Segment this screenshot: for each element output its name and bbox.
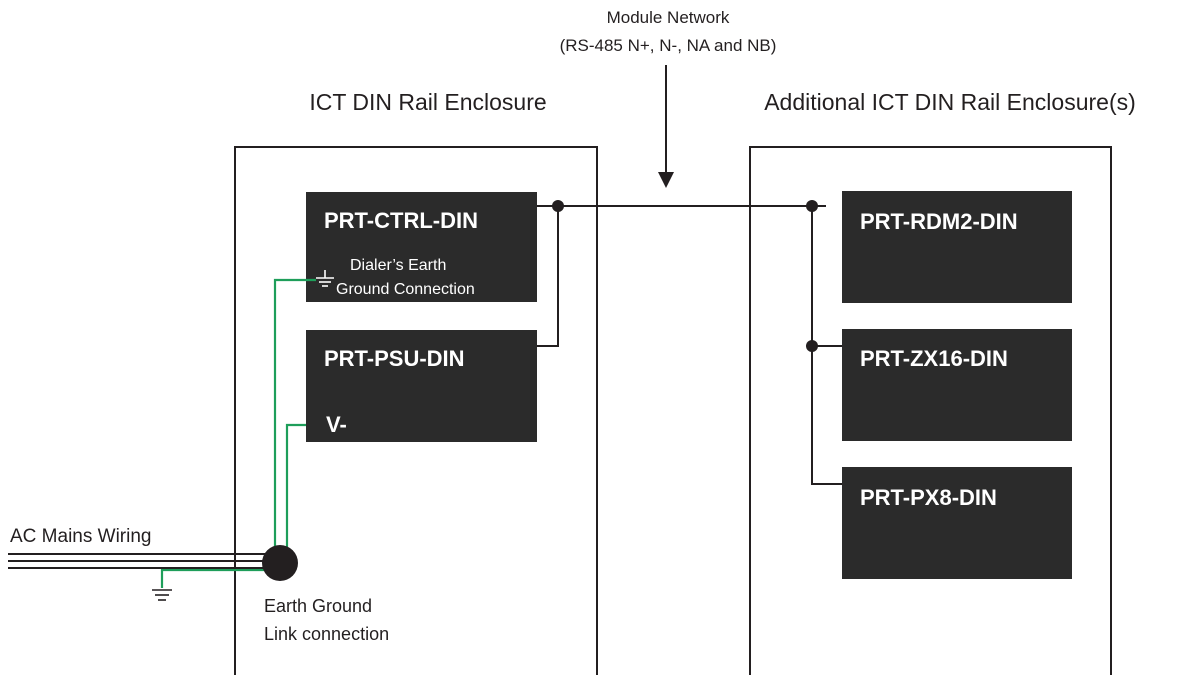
network-title: Module Network xyxy=(607,8,730,27)
earth-ground-link-node xyxy=(262,545,298,581)
bus-junction-dot xyxy=(552,200,564,212)
module-name: PRT-PSU-DIN xyxy=(324,346,465,371)
module-prt-px8-din: PRT-PX8-DIN xyxy=(842,467,1072,579)
module-note-line1: Dialer’s Earth xyxy=(350,257,446,274)
module-prt-zx16-din: PRT-ZX16-DIN xyxy=(842,329,1072,441)
left-enclosure-title: ICT DIN Rail Enclosure xyxy=(309,89,546,115)
module-terminal: V- xyxy=(326,412,347,437)
ac-mains-label: AC Mains Wiring xyxy=(10,526,151,547)
network-subtitle: (RS-485 N+, N-, NA and NB) xyxy=(560,36,777,55)
module-name: PRT-RDM2-DIN xyxy=(860,209,1018,234)
ac-mains-wires xyxy=(8,553,270,569)
earth-ground-icon xyxy=(152,589,172,601)
earth-link-label-line2: Link connection xyxy=(264,624,389,644)
right-enclosure-title: Additional ICT DIN Rail Enclosure(s) xyxy=(764,89,1136,115)
earth-link-label-line1: Earth Ground xyxy=(264,596,372,616)
earth-wiring xyxy=(160,278,316,588)
module-prt-ctrl-din: PRT-CTRL-DIN Dialer’s Earth Ground Conne… xyxy=(306,192,537,302)
right-enclosure xyxy=(749,146,1112,675)
network-arrow xyxy=(658,65,674,188)
module-name: PRT-CTRL-DIN xyxy=(324,208,478,233)
bus-junction-dot xyxy=(806,340,818,352)
network-bus xyxy=(537,200,842,485)
bus-junction-dot xyxy=(806,200,818,212)
module-prt-psu-din: PRT-PSU-DIN V- xyxy=(306,330,537,442)
module-name: PRT-PX8-DIN xyxy=(860,485,997,510)
ground-symbol-icon xyxy=(316,270,334,287)
module-prt-rdm2-din: PRT-RDM2-DIN xyxy=(842,191,1072,303)
left-enclosure xyxy=(234,146,598,675)
module-name: PRT-ZX16-DIN xyxy=(860,346,1008,371)
module-note-line2: Ground Connection xyxy=(336,281,475,298)
